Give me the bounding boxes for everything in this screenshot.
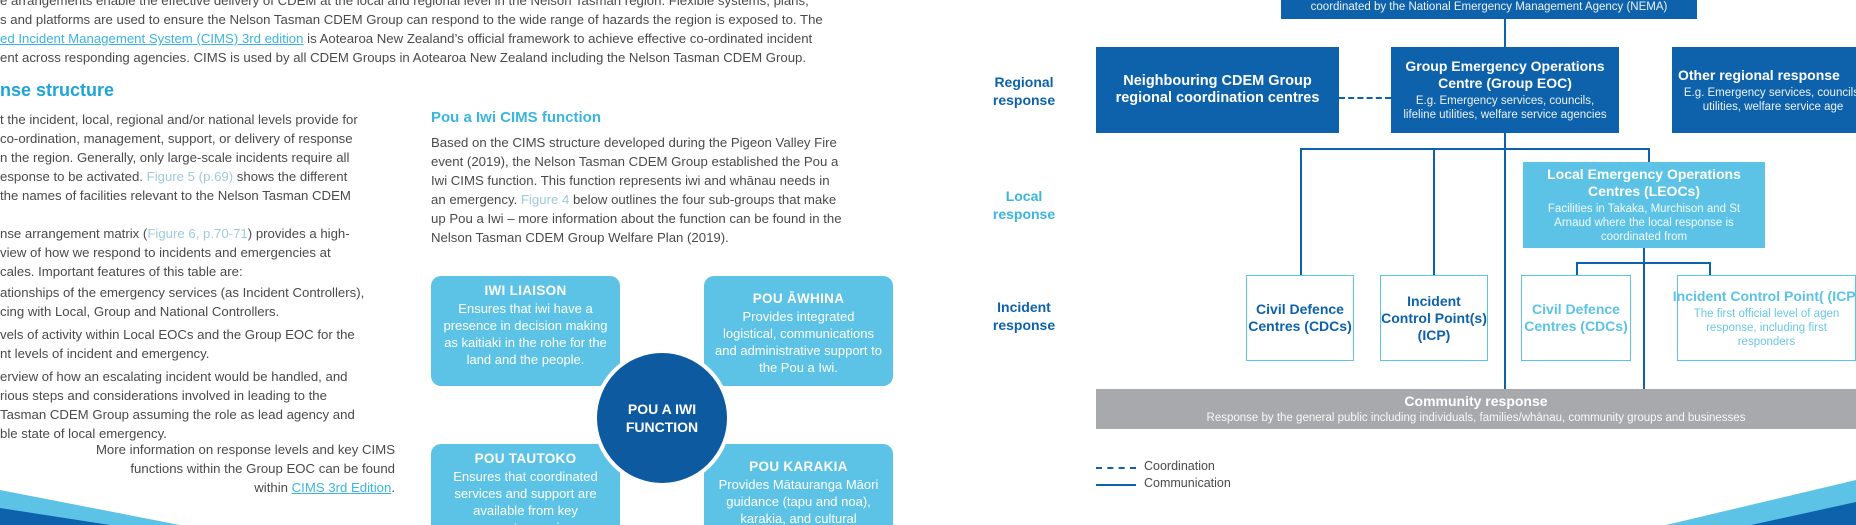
section-heading: nse structure bbox=[0, 80, 115, 100]
icp-box-local: Incident Control Point( (ICP) The first … bbox=[1673, 275, 1856, 361]
bullet-line: rious steps and considerations involved … bbox=[0, 388, 327, 403]
pou-line: Based on the CIMS structure developed du… bbox=[431, 135, 837, 150]
regional-response-label: Regional response bbox=[992, 74, 1056, 108]
intro-line-1: e arrangements enable the effective deli… bbox=[0, 0, 809, 8]
connector-line bbox=[1300, 148, 1650, 150]
pou-heading: Pou a Iwi CIMS function bbox=[431, 109, 601, 126]
nema-box: coordinated by the National Emergency Ma… bbox=[1281, 0, 1697, 19]
cims-link[interactable]: ed Incident Management System (CIMS) 3rd… bbox=[0, 31, 304, 46]
bullet-line: vels of activity within Local EOCs and t… bbox=[0, 327, 355, 342]
connector-line bbox=[1709, 262, 1711, 276]
legend-dashed-swatch bbox=[1096, 467, 1136, 469]
cdc-box-group: Civil Defence Centres (CDCs) bbox=[1246, 275, 1354, 361]
figure6-link[interactable]: Figure 6, p.70-71 bbox=[147, 226, 248, 241]
more-info-line: within CIMS 3rd Edition. bbox=[254, 480, 395, 495]
bullet-line: ble state of local emergency. bbox=[0, 426, 167, 441]
connector-line bbox=[1648, 148, 1650, 162]
local-response-label: Local response bbox=[992, 188, 1056, 222]
bullet-line: Tasman CDEM Group assuming the role as l… bbox=[0, 407, 355, 422]
legend-coordination: Coordination bbox=[1144, 459, 1215, 473]
connector-line bbox=[1643, 248, 1645, 390]
connector-line bbox=[1504, 130, 1506, 390]
more-info-line: More information on response levels and … bbox=[95, 442, 395, 457]
community-response-bar: Community response Response by the gener… bbox=[1096, 389, 1856, 429]
cims-edition-link[interactable]: CIMS 3rd Edition bbox=[291, 480, 392, 495]
decorative-wave bbox=[1666, 480, 1856, 525]
neighbouring-cdem-box: Neighbouring CDEM Group regional coordin… bbox=[1096, 47, 1339, 133]
bullet-line: ationships of the emergency services (as… bbox=[0, 285, 365, 300]
legend-solid-swatch bbox=[1096, 484, 1136, 486]
intro-line-2: s and platforms are used to ensure the N… bbox=[0, 12, 823, 27]
intro-line-3: ed Incident Management System (CIMS) 3rd… bbox=[0, 31, 813, 46]
pou-karakia-box: POU KARAKIA Provides Mātauranga Māori gu… bbox=[704, 444, 893, 525]
connector-line bbox=[1576, 262, 1711, 264]
iwi-liaison-box: IWI LIAISON Ensures that iwi have a pres… bbox=[431, 276, 620, 386]
cdc-box-local: Civil Defence Centres (CDCs) bbox=[1521, 275, 1631, 361]
pou-awhina-box: POU ĀWHINA Provides integrated logistica… bbox=[704, 276, 893, 386]
col1-line: the names of facilities relevant to the … bbox=[0, 188, 351, 203]
coordination-line bbox=[1339, 97, 1391, 99]
pou-line: up Pou a Iwi – more information about th… bbox=[431, 211, 842, 226]
col1-line: n the region. Generally, only large-scal… bbox=[0, 150, 350, 165]
col1-line: co-ordination, management, support, or d… bbox=[0, 131, 353, 146]
col1-line: cales. Important features of this table … bbox=[0, 264, 243, 279]
intro-line-4: ent across responding agencies. CIMS is … bbox=[0, 50, 807, 65]
other-regional-box: Other regional response E.g. Emergency s… bbox=[1672, 47, 1856, 133]
more-info-line: functions within the Group EOC can be fo… bbox=[130, 461, 395, 476]
connector-line bbox=[1433, 148, 1435, 275]
group-eoc-box: Group Emergency Operations Centre (Group… bbox=[1391, 47, 1619, 133]
incident-response-label: Incident response bbox=[992, 299, 1056, 333]
connector-line bbox=[1576, 262, 1578, 276]
legend-communication: Communication bbox=[1144, 476, 1231, 490]
bullet-line: erview of how an escalating incident wou… bbox=[0, 369, 348, 384]
pou-tautoko-box: POU TAUTOKO Ensures that coordinated ser… bbox=[431, 444, 620, 525]
col1-line: view of how we respond to incidents and … bbox=[0, 245, 331, 260]
connector-line bbox=[1504, 19, 1506, 47]
col1-line: t the incident, local, regional and/or n… bbox=[0, 112, 358, 127]
pou-line: Nelson Tasman CDEM Group Welfare Plan (2… bbox=[431, 230, 729, 245]
bullet-line: nt levels of incident and emergency. bbox=[0, 346, 210, 361]
figure4-link[interactable]: Figure 4 bbox=[520, 192, 570, 207]
pou-line: Iwi CIMS function. This function represe… bbox=[431, 173, 830, 188]
icp-box-group: Incident Control Point(s) (ICP) bbox=[1380, 275, 1488, 361]
col1-line: esponse to be activated. Figure 5 (p.69)… bbox=[0, 169, 348, 184]
pou-a-iwi-circle: POU A IWI FUNCTION bbox=[593, 349, 731, 487]
pou-line: an emergency. Figure 4 below outlines th… bbox=[431, 192, 837, 207]
decorative-wave bbox=[0, 490, 180, 525]
bullet-line: cing with Local, Group and National Cont… bbox=[0, 304, 280, 319]
figure5-link[interactable]: Figure 5 (p.69) bbox=[146, 169, 234, 184]
leocs-box: Local Emergency Operations Centres (LEOC… bbox=[1523, 162, 1765, 248]
col1-line: nse arrangement matrix (Figure 6, p.70-7… bbox=[0, 226, 350, 241]
pou-line: event (2019), the Nelson Tasman CDEM Gro… bbox=[431, 154, 839, 169]
connector-line bbox=[1300, 148, 1302, 275]
